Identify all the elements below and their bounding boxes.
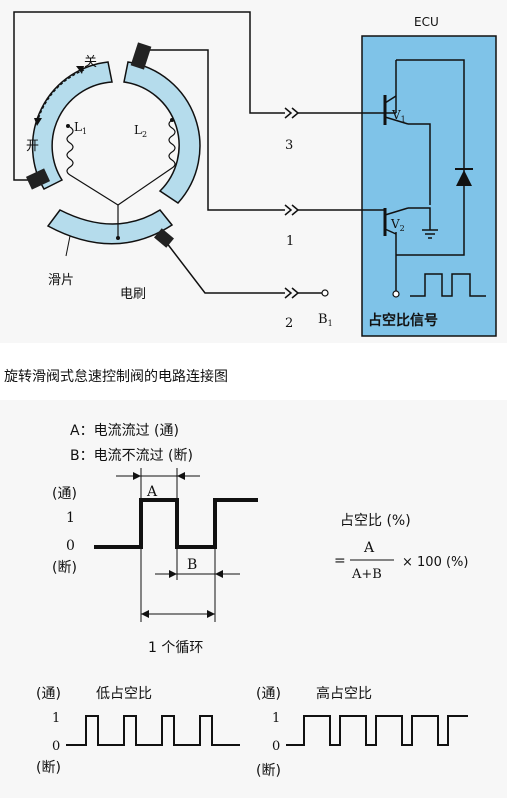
high-level-1: 1 <box>272 711 280 726</box>
low-duty-title: 低占空比 <box>96 686 152 702</box>
connector-2 <box>284 287 322 299</box>
brush-top <box>130 42 152 70</box>
definition-a: A：电流流过 (通) <box>70 423 179 439</box>
b1-terminal <box>321 289 329 297</box>
ecu-duty-pulse <box>410 273 486 297</box>
cycle-dimension <box>140 547 216 622</box>
formula-title: 占空比 (%) <box>340 513 411 529</box>
a-arrow-left <box>133 472 141 480</box>
open-label: 开 <box>26 139 39 154</box>
figure-caption: 旋转滑阀式怠速控制阀的电路连接图 <box>4 369 228 385</box>
rotation-arrow-icon <box>37 69 85 121</box>
low-level-0: 0 <box>52 739 60 754</box>
coil-l1-label: L1 <box>74 120 87 136</box>
ecu-internal-wiring <box>395 59 465 292</box>
diode-symbol <box>455 168 473 186</box>
low-on-label: (通) <box>36 686 61 702</box>
low-off-label: (断) <box>36 760 61 776</box>
circuit-diagram-panel: ECU V1 V2 占空比信号 3 <box>0 0 507 343</box>
circuit-diagram: ECU V1 V2 占空比信号 3 <box>13 11 497 337</box>
main-on-label: (通) <box>52 486 77 502</box>
coil-windings <box>66 119 176 238</box>
coil-l2-label: L2 <box>134 123 147 139</box>
a-arrow-right <box>177 472 185 480</box>
ring-sector-left <box>31 61 113 190</box>
terminal-1-label: 1 <box>286 234 294 249</box>
ecu-box <box>361 35 497 337</box>
transistor-v2-label: V2 <box>390 217 405 233</box>
b-dimension <box>155 547 240 580</box>
coil-node-center <box>116 236 120 240</box>
coil-node-left <box>66 124 70 128</box>
main-off-label: (断) <box>52 560 77 576</box>
rotary-ring <box>31 61 201 245</box>
cycle-arrow-right <box>207 610 215 618</box>
slider-plate <box>46 209 174 245</box>
main-level-0: 0 <box>66 538 75 554</box>
b-arrow-right <box>215 570 223 578</box>
rotation-arrow-head-top <box>76 66 84 74</box>
a-dimension <box>116 468 200 500</box>
high-duty-waveform <box>286 715 468 746</box>
coil-node-right <box>170 118 174 122</box>
close-label: 关 <box>84 55 97 70</box>
a-mark: A <box>146 484 158 500</box>
brush-label: 电刷 <box>120 287 146 302</box>
cycle-label: 1 个循环 <box>148 640 203 656</box>
external-wiring <box>13 11 285 294</box>
brush-left <box>25 168 51 190</box>
formula-denominator: A+B <box>351 567 382 582</box>
b-arrow-left <box>169 570 177 578</box>
terminal-2-label: 2 <box>285 316 293 331</box>
formula-numerator: A <box>363 540 375 556</box>
transistor-v1-label: V1 <box>391 108 406 124</box>
connector-1 <box>284 204 385 216</box>
low-level-1: 1 <box>52 711 60 726</box>
low-duty-waveform <box>66 715 240 746</box>
transistor-v2 <box>383 207 438 239</box>
ring-sector-right <box>123 61 201 204</box>
brush-lower-right <box>154 228 174 248</box>
high-on-label: (通) <box>256 686 281 702</box>
terminal-3-label: 3 <box>285 138 293 153</box>
high-off-label: (断) <box>256 763 281 779</box>
definition-b: B：电流不流过 (断) <box>70 448 193 464</box>
formula-tail: × 100 (%) <box>402 555 468 570</box>
duty-cycle-panel: A：电流流过 (通) B：电流不流过 (断) (通) 1 0 (断) A B 1… <box>0 400 507 798</box>
slider-leader-line <box>65 235 71 257</box>
main-waveform <box>94 498 258 549</box>
main-level-1: 1 <box>66 510 75 526</box>
rotation-arrow-head-bottom <box>34 118 42 126</box>
ecu-signal-terminal <box>392 290 400 298</box>
high-level-0: 0 <box>272 739 280 754</box>
cycle-arrow-left <box>141 610 149 618</box>
ecu-label: ECU <box>414 15 439 29</box>
duty-cycle-diagram: A：电流流过 (通) B：电流不流过 (断) (通) 1 0 (断) A B 1… <box>36 423 468 779</box>
slider-label: 滑片 <box>48 273 74 288</box>
b1-label: B1 <box>318 312 333 328</box>
transistor-v1 <box>383 95 431 205</box>
formula-equals: = <box>334 553 346 569</box>
b-mark: B <box>187 557 197 573</box>
duty-signal-label: 占空比信号 <box>368 312 438 329</box>
high-duty-title: 高占空比 <box>316 685 372 702</box>
connector-3 <box>284 100 397 119</box>
